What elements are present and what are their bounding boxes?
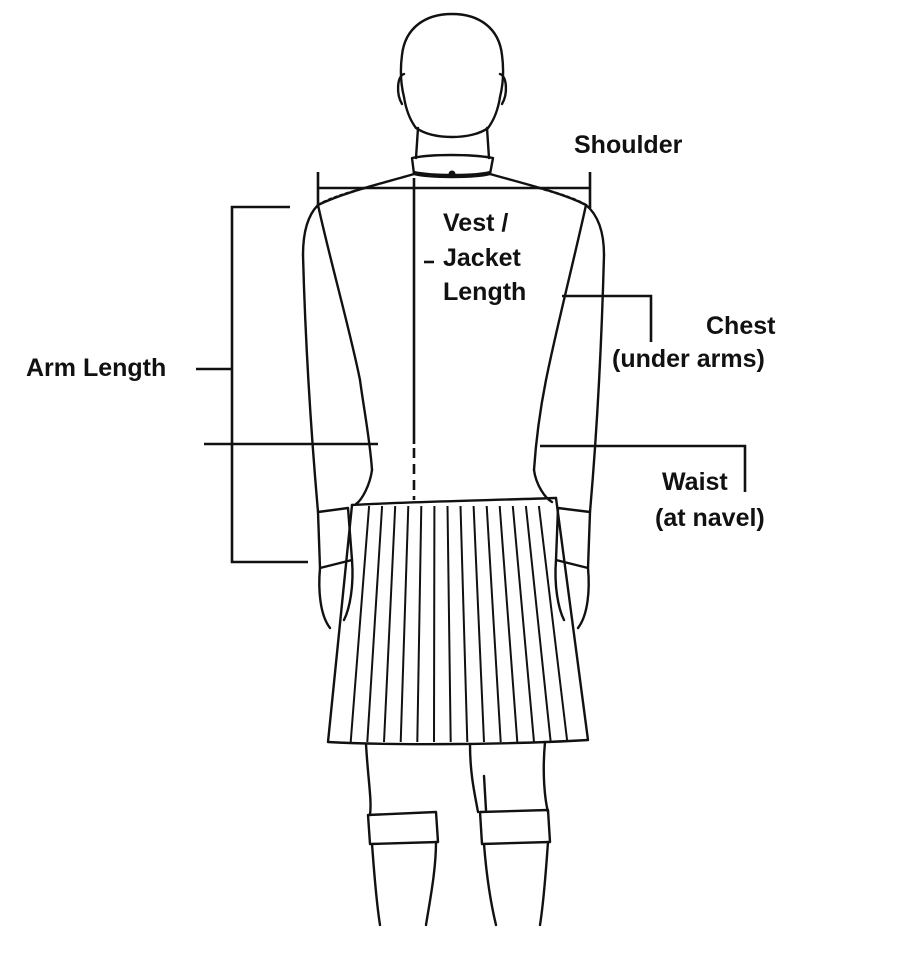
kilt-pleat (485, 505, 502, 743)
vest-jacket-length-label-line2: Jacket (443, 244, 521, 272)
left-sleeve (301, 203, 374, 514)
left-ear (396, 72, 406, 106)
left-leg (364, 742, 480, 817)
shoulder-label: Shoulder (574, 131, 683, 159)
waist-measure-line (204, 442, 747, 492)
kilt-pleats (349, 505, 569, 743)
chest-label-line2: (under arms) (612, 345, 765, 373)
vest-jacket-length-label-line1: Vest / (443, 209, 509, 237)
right-leg (482, 740, 550, 814)
right-hand (554, 558, 590, 630)
kilt-pleat (349, 505, 371, 743)
kilt-pleat (399, 505, 410, 743)
right-lower-leg (482, 840, 550, 927)
left-lower-leg (370, 840, 438, 927)
jacket-hem (350, 496, 558, 507)
head (399, 12, 505, 139)
jacket-right-side (532, 468, 554, 504)
chest-measure-line (562, 294, 653, 342)
chest-label-line1: Chest (706, 312, 776, 340)
kilt-pleat (459, 505, 469, 743)
right-ear (498, 72, 508, 106)
shoulder-measure-line (316, 172, 592, 208)
arm-length-bracket (196, 205, 308, 564)
jacket-left-side (354, 468, 374, 506)
right-sock-band (478, 808, 552, 846)
kilt-pleat (383, 505, 397, 743)
collar-button (448, 170, 456, 178)
kilt-pleat (498, 505, 519, 743)
jacket-left-shoulder (301, 172, 416, 257)
left-hand (318, 558, 354, 630)
neck (414, 126, 491, 160)
left-sock-band (366, 810, 440, 846)
jacket-right-shoulder (488, 172, 606, 257)
kilt-pleat (472, 505, 485, 743)
waist-label-line2: (at navel) (655, 504, 765, 532)
kilt-pleat (366, 505, 384, 743)
vest-jacket-length-label-line3: Length (443, 278, 527, 306)
right-sleeve (532, 203, 606, 514)
waist-label-line1: Waist (662, 468, 728, 496)
kilt-pleat (416, 505, 423, 743)
kilt-outline (326, 496, 590, 746)
kilt-pleat (524, 505, 552, 743)
arm-length-label: Arm Length (26, 354, 167, 382)
kilt-pleat (446, 505, 452, 743)
kilt-pleat (537, 505, 569, 743)
kilt-pleat (511, 505, 535, 743)
collar (410, 153, 495, 179)
